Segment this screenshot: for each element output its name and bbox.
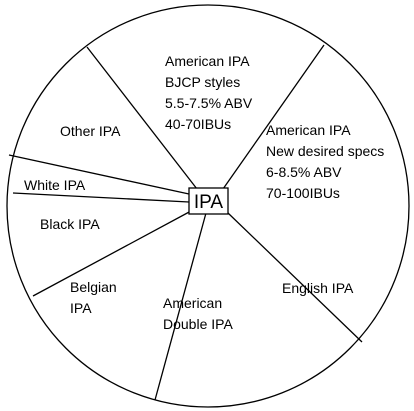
segment-label-line: American IPA — [165, 53, 250, 69]
segment-label-english-ipa: English IPA — [282, 280, 354, 296]
outer-circle — [6, 4, 410, 408]
segment-label-line: Double IPA — [163, 316, 233, 332]
segment-label-line: 40-70IBUs — [165, 116, 231, 132]
segment-label-line: 5.5-7.5% ABV — [165, 95, 253, 111]
segment-label-line: 70-100IBUs — [266, 185, 340, 201]
segment-label-line: American — [163, 295, 222, 311]
divider-line — [8, 154, 190, 195]
divider-line — [12, 192, 190, 203]
segment-label-line: English IPA — [282, 280, 354, 296]
segment-label-line: Other IPA — [60, 123, 121, 139]
segment-label-line: Black IPA — [40, 216, 100, 232]
segment-label-line: BJCP styles — [165, 74, 240, 90]
divider-line — [32, 210, 192, 297]
segment-label-american-ipa-bjcp: American IPA BJCP styles 5.5-7.5% ABV 40-70… — [165, 53, 253, 132]
center-label: IPA — [194, 192, 224, 213]
segment-label-other-ipa: Other IPA — [60, 123, 121, 139]
segment-label-line: New desired specs — [266, 143, 384, 159]
divider-line — [154, 212, 207, 401]
segment-label-line: White IPA — [24, 177, 86, 193]
segment-label-black-ipa: Black IPA — [40, 216, 100, 232]
segment-label-line: Belgian — [70, 279, 117, 295]
segment-label-white-ipa: White IPA — [24, 177, 86, 193]
center-box — [188, 187, 229, 215]
divider-line — [227, 212, 363, 343]
divider-line — [222, 44, 325, 190]
divider-line — [86, 46, 198, 190]
segment-label-line: IPA — [70, 300, 92, 316]
segment-label-american-ipa-new: American IPA New desired specs 6-8.5% ABV 7… — [266, 122, 384, 201]
segment-label-line: 6-8.5% ABV — [266, 164, 342, 180]
segment-label-line: American IPA — [266, 122, 351, 138]
